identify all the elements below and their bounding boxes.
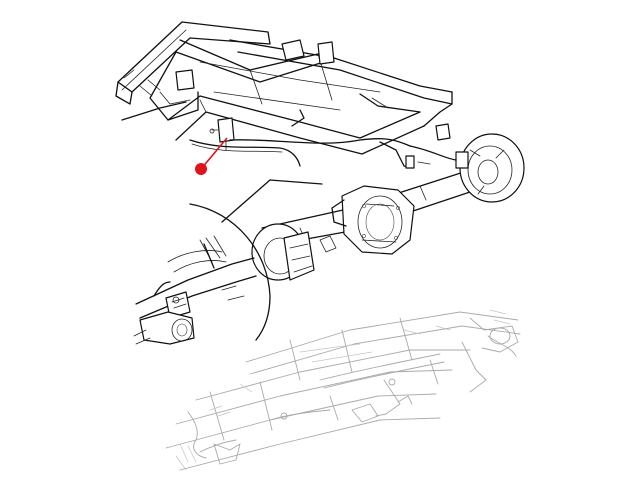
underbody-faded [165, 309, 521, 471]
magnifier-circle-icon [189, 203, 271, 341]
detail-view [133, 179, 323, 345]
vehicle-frame [115, 21, 453, 155]
red-dot-icon [195, 163, 207, 175]
rear-axle-assembly [251, 133, 525, 281]
callout-marker [195, 137, 228, 175]
brake-cable-upper [121, 101, 457, 169]
